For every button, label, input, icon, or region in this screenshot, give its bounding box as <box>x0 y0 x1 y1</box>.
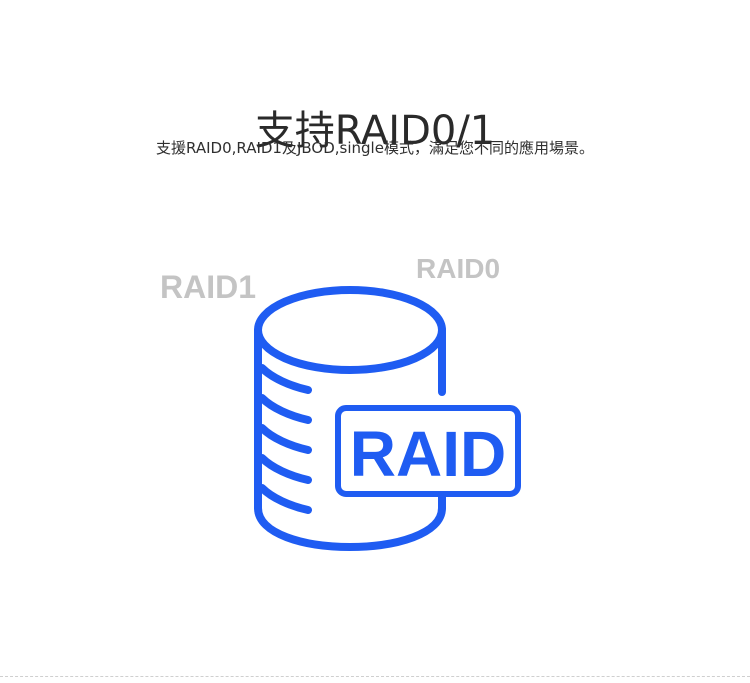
page-title: 支持RAID0/1 <box>254 107 496 154</box>
label-raid1: RAID1 <box>160 269 256 305</box>
database-cylinder-icon <box>254 286 446 551</box>
raid-badge: RAID <box>335 405 521 497</box>
raid-illustration: RAID1 RAID0 RAID <box>160 253 521 551</box>
raid-badge-text: RAID <box>350 418 506 490</box>
bottom-dashed-divider <box>0 676 750 677</box>
label-raid0: RAID0 <box>416 253 500 284</box>
page-subtitle: 支援RAID0,RAID1及JBOD,single模式，滿足您不同的應用場景。 <box>156 139 594 157</box>
